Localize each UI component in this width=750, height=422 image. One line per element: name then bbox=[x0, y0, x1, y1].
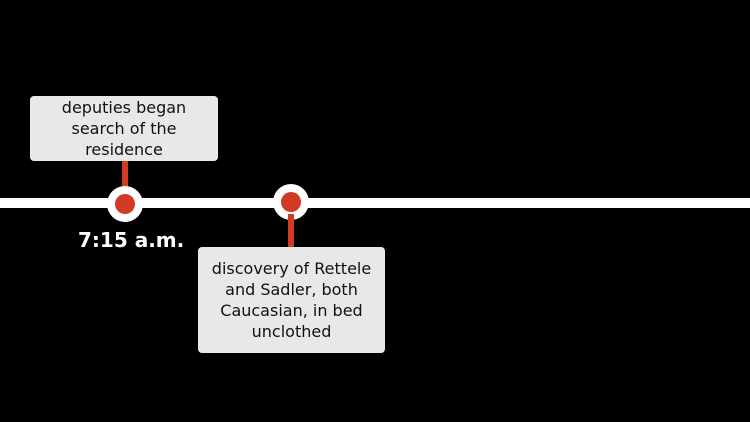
event-1-text: deputies began search of the residence bbox=[61, 98, 187, 159]
event-1-label-box: deputies began search of the residence bbox=[30, 96, 218, 161]
event-2-text: discovery of Rettele and Sadler, both Ca… bbox=[211, 259, 372, 341]
event-1-marker-dot bbox=[115, 194, 135, 214]
event-1-time-label: 7:15 a.m. bbox=[78, 228, 185, 252]
timeline-line bbox=[0, 198, 750, 208]
event-2-marker-dot bbox=[281, 192, 301, 212]
event-2-label-box: discovery of Rettele and Sadler, both Ca… bbox=[198, 247, 385, 353]
event-1-connector bbox=[122, 160, 128, 190]
event-2-connector bbox=[288, 214, 294, 248]
event-1-marker bbox=[107, 186, 143, 222]
